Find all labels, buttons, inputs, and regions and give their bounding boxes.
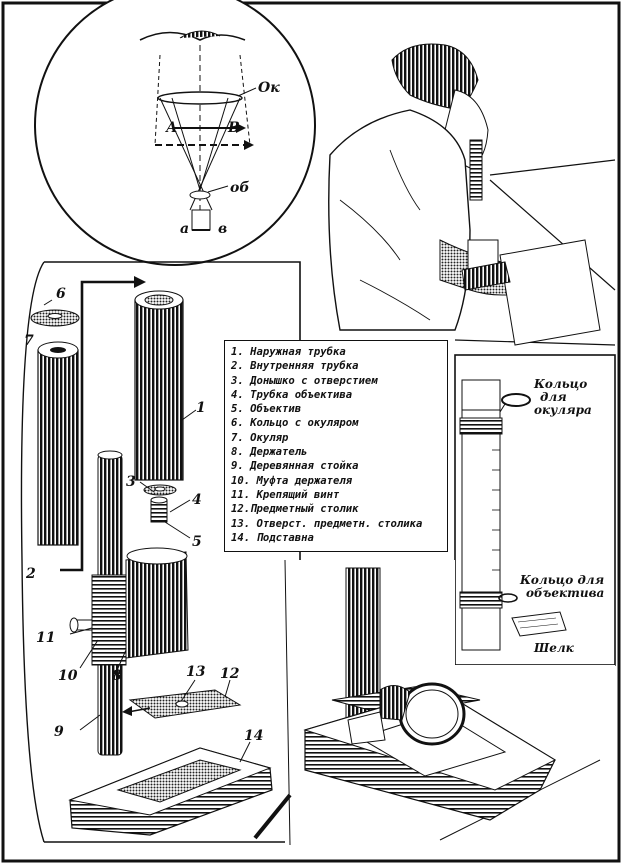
- legend-item-5: 5. Объектив: [231, 403, 302, 416]
- label-ok: Ок: [258, 80, 280, 96]
- legend-item-7: 7. Окуляр: [231, 431, 289, 444]
- label-a: а: [180, 221, 189, 237]
- part-number-12: 12: [220, 666, 240, 682]
- legend-item-1: 1. Наружная трубка: [231, 346, 346, 358]
- legend-item-8: 8. Держатель: [231, 446, 308, 459]
- silk-label: Шелк: [533, 641, 575, 655]
- part-number-4: 4: [192, 492, 202, 508]
- legend-item-10: 10. Муфта держателя: [231, 474, 353, 487]
- eyepiece-ring-label-3: окуляра: [534, 403, 592, 417]
- legend-item-14: 14. Подставна: [231, 531, 314, 544]
- objective-ring-label-2: объектива: [526, 586, 604, 600]
- eyepiece-ring-label-1: Кольцо: [533, 377, 587, 391]
- part-number-10: 10: [58, 668, 78, 684]
- legend-item-3: 3. Донышко с отверстием: [231, 374, 378, 387]
- part-number-8: 8: [112, 668, 122, 684]
- label-ob: об: [230, 180, 249, 196]
- person-illustration: [300, 10, 616, 360]
- part-number-2: 2: [25, 566, 36, 582]
- legend-item-2: 2. Внутренняя трубка: [231, 360, 359, 373]
- objective-ring-label-1: Кольцо для: [519, 573, 604, 587]
- legend-item-9: 9. Деревянная стойка: [231, 460, 359, 473]
- parts-legend: 1. Наружная трубка 2. Внутренняя трубка …: [224, 340, 448, 552]
- ray-diagram: Ок об А В а в: [34, 0, 316, 266]
- part-number-13: 13: [186, 664, 206, 680]
- legend-item-12: 12.Предметный столик: [231, 503, 359, 516]
- label-b: в: [218, 221, 227, 237]
- legend-item-13: 13. Отверст. предметн. столика: [231, 517, 423, 530]
- label-B: В: [227, 120, 240, 136]
- part-number-7: 7: [24, 333, 34, 349]
- assembled-tube-panel: Кольцо для окуляра Кольцо для объектива …: [454, 354, 616, 666]
- part-number-11: 11: [36, 630, 55, 646]
- eyepiece-ring-label-2: для: [540, 390, 567, 404]
- legend-item-4: 4. Трубка объектива: [231, 388, 353, 401]
- legend-item-6: 6. Кольцо с окуляром: [231, 417, 359, 430]
- part-number-9: 9: [54, 724, 64, 740]
- part-number-3: 3: [126, 474, 136, 490]
- parts-panel: 1 2 3 4 5 6 7 8 9 10 11 12 13 14: [20, 261, 301, 843]
- part-number-5: 5: [192, 534, 202, 550]
- part-number-6: 6: [56, 286, 66, 302]
- assembled-microscope: [253, 559, 615, 846]
- part-number-1: 1: [196, 400, 206, 416]
- label-A: А: [165, 120, 177, 136]
- part-number-14: 14: [244, 728, 263, 744]
- legend-item-11: 11. Крепящий винт: [231, 488, 340, 501]
